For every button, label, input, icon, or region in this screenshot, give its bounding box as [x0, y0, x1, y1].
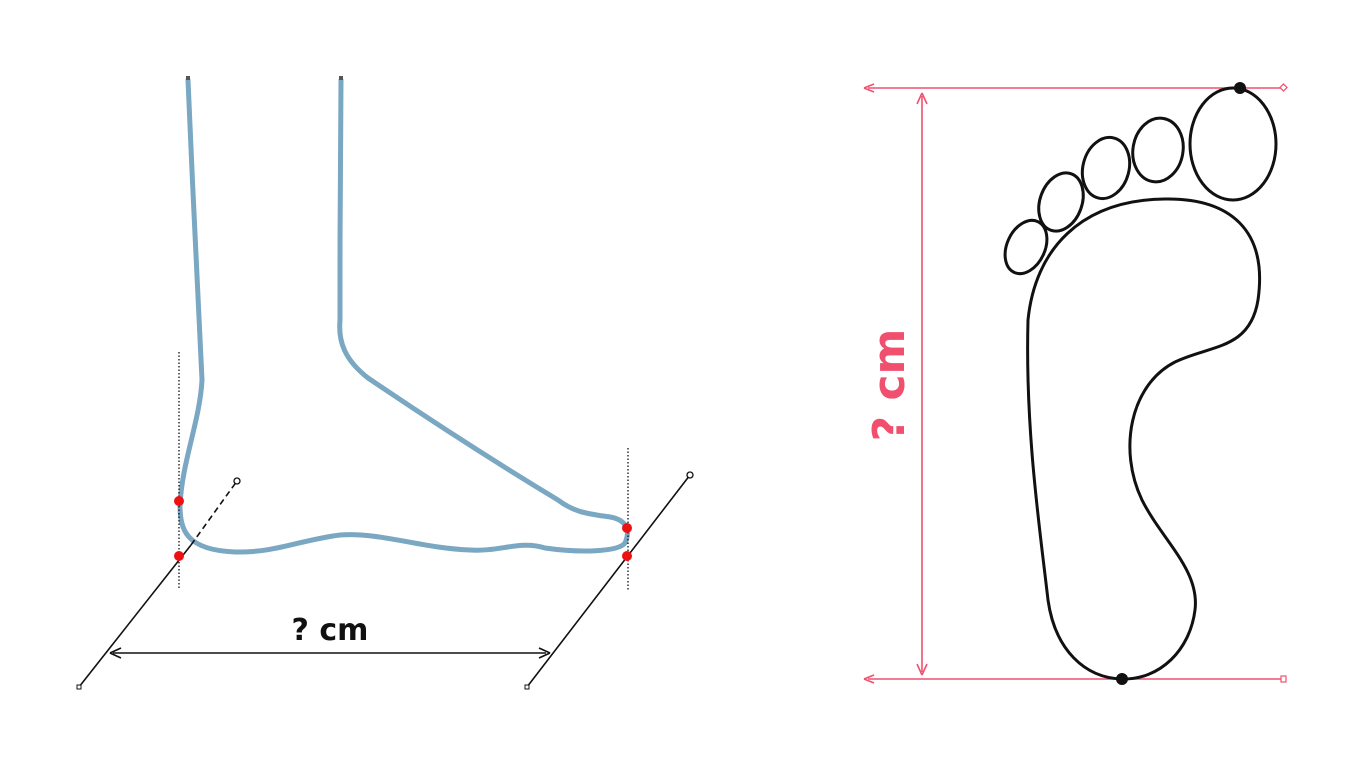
- side-view-figure: ? cm: [76, 76, 694, 690]
- fourth-toe: [1037, 171, 1085, 233]
- heel-lower-marker: [174, 551, 184, 561]
- little-toe: [1003, 218, 1049, 276]
- footprint-bottom-guide-handle: [1280, 675, 1287, 683]
- leg-top-tick: [339, 76, 343, 80]
- toe-lower-marker: [622, 551, 632, 561]
- toe-slanted-line: [526, 474, 691, 688]
- side-length-arrowhead-right: [538, 647, 551, 659]
- heel-slanted-line: [78, 544, 192, 688]
- second-toe: [1131, 116, 1185, 184]
- toe-tip-point: [1234, 82, 1246, 94]
- footprint-sole-outline: [1026, 197, 1261, 681]
- toe-line-endpoint: [524, 684, 530, 690]
- footprint-top-guide-handle: [1279, 83, 1288, 92]
- footprint-top-guide-arrowhead: [863, 83, 875, 93]
- footprint-view-figure: ? cm: [863, 82, 1288, 685]
- third-toe: [1080, 135, 1132, 201]
- side-length-label: ? cm: [292, 613, 369, 648]
- toe-line-endpoint: [686, 471, 694, 479]
- footprint-length-arrowhead-bottom: [916, 663, 928, 676]
- heel-point: [1116, 673, 1128, 685]
- footprint-length-label: ? cm: [864, 329, 915, 442]
- heel-slanted-dashed-line: [190, 480, 238, 546]
- heel-upper-marker: [174, 496, 184, 506]
- heel-line-endpoint: [76, 684, 82, 690]
- side-foot-outline: [177, 77, 630, 555]
- toe-upper-marker: [622, 523, 632, 533]
- leg-top-tick: [186, 76, 190, 80]
- heel-line-endpoint: [233, 477, 241, 485]
- footprint-bottom-guide-arrowhead: [863, 674, 875, 684]
- side-length-arrowhead-left: [109, 647, 122, 659]
- big-toe: [1188, 86, 1278, 202]
- footprint-length-arrowhead-top: [916, 92, 928, 105]
